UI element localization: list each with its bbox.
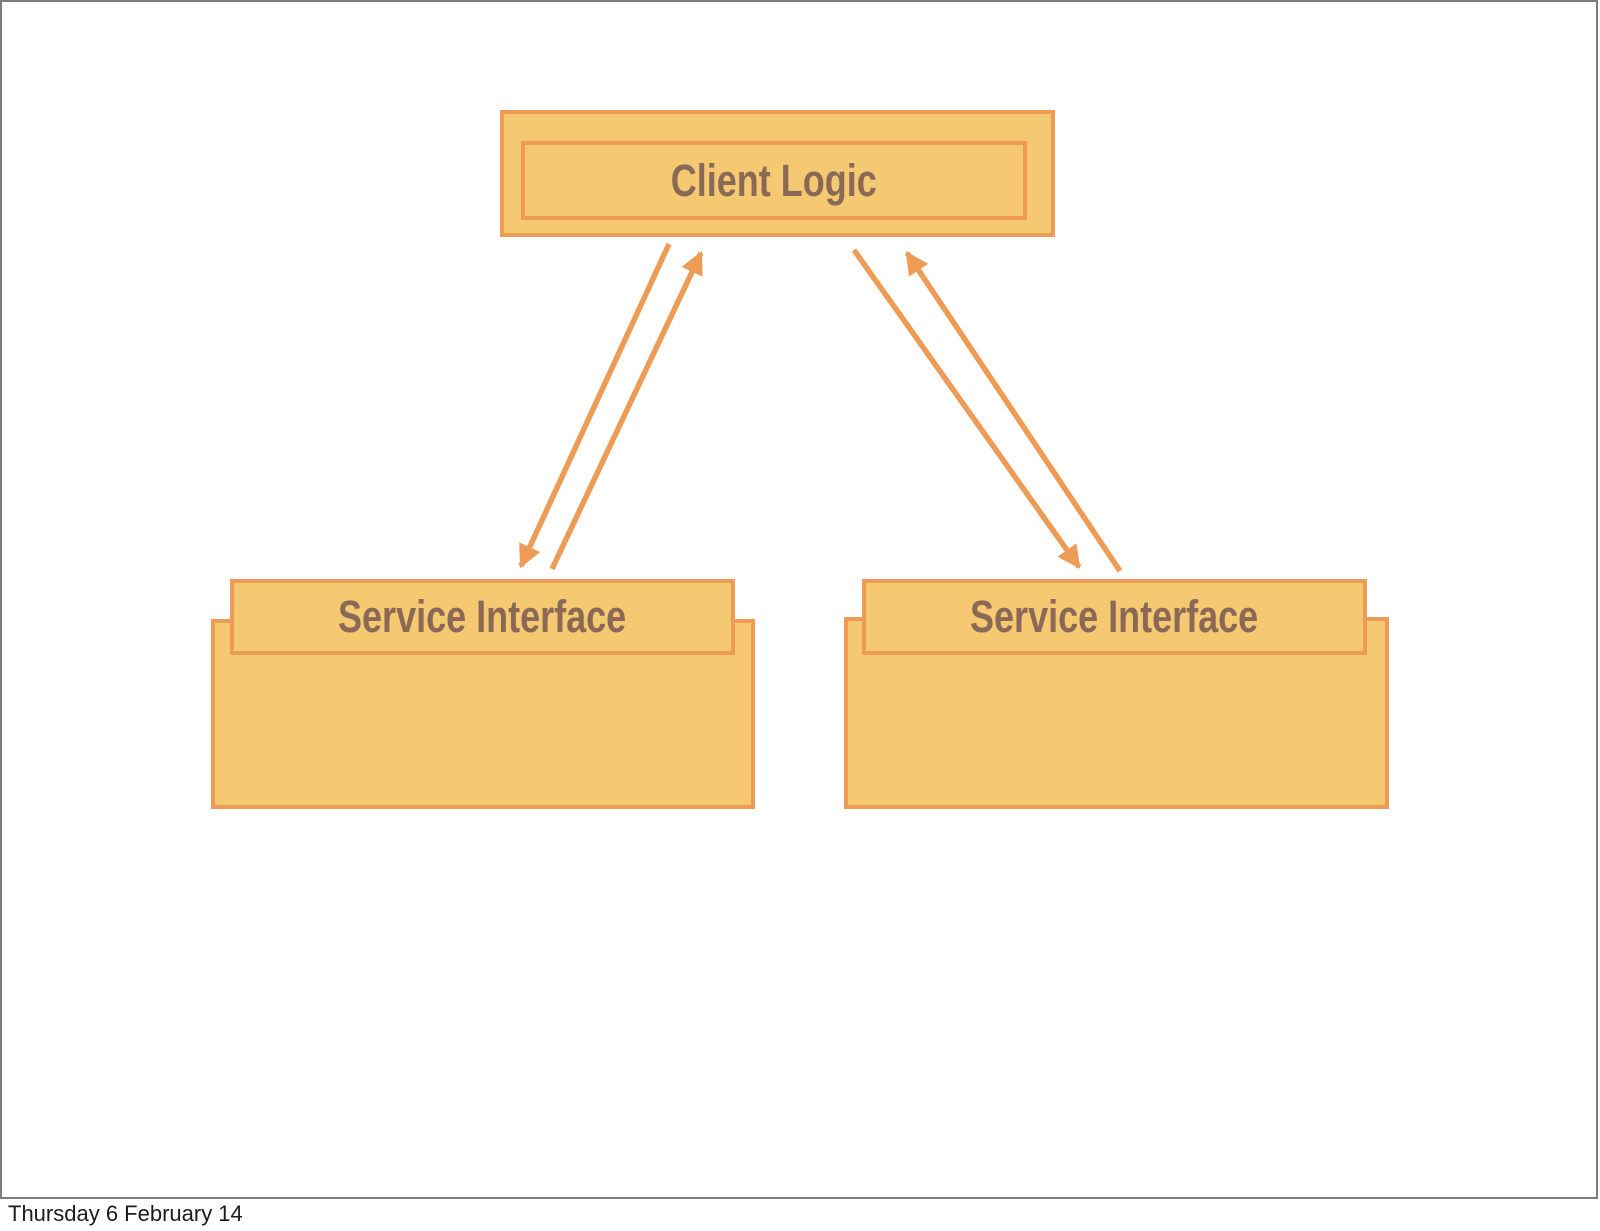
arrow-service-left-to-client: [549, 250, 704, 571]
arrow-client-to-service-left: [518, 242, 672, 569]
slide-frame: Client Logic Service Interface Service I…: [0, 0, 1598, 1199]
service-interface-left-label: Service Interface: [338, 591, 627, 642]
service-interface-right-title: Service Interface: [862, 579, 1367, 655]
arrow-client-to-service-right: [851, 248, 1082, 569]
client-logic-label: Client Logic: [671, 154, 877, 206]
service-interface-left-title: Service Interface: [230, 579, 735, 655]
client-logic-inner-frame: Client Logic: [521, 141, 1027, 220]
arrow-service-right-to-client: [904, 251, 1123, 573]
service-interface-right-label: Service Interface: [970, 591, 1259, 642]
client-logic-node: Client Logic: [500, 110, 1055, 237]
slide-date-text: Thursday 6 February 14: [8, 1201, 243, 1226]
